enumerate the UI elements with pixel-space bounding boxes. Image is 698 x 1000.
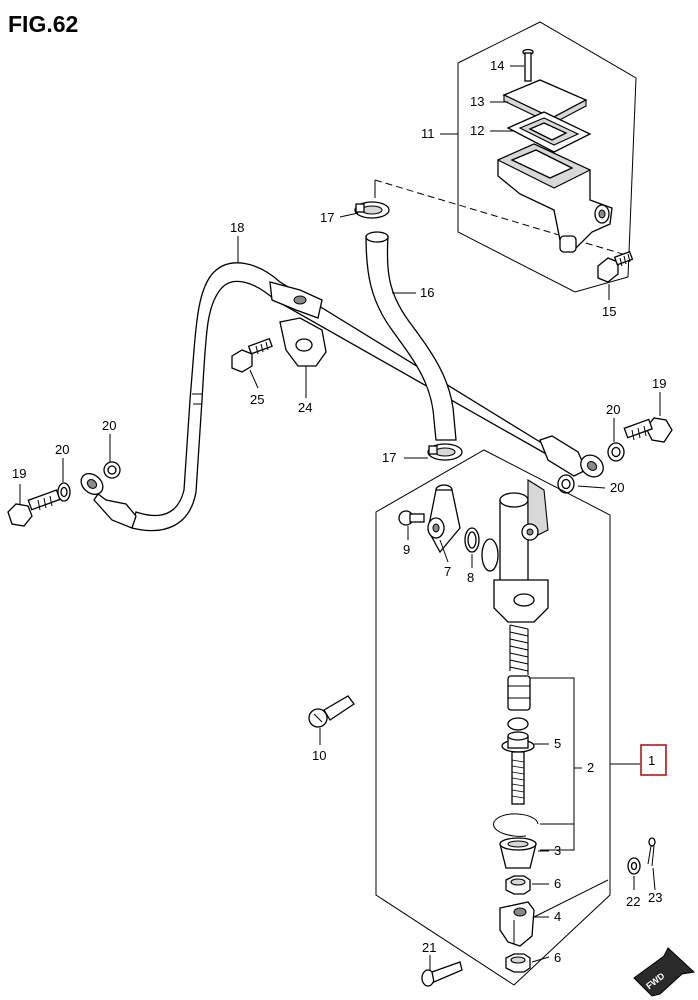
callout-15[interactable]: 15 (602, 304, 616, 319)
union-bolt-part-19-right[interactable] (623, 417, 673, 443)
washer-part-20-left-b[interactable] (103, 461, 121, 479)
callout-4[interactable]: 4 (554, 909, 561, 924)
hose-clamp-part-17-bottom[interactable] (427, 443, 463, 461)
callout-20-right-a[interactable]: 20 (606, 402, 620, 417)
callout-24[interactable]: 24 (298, 400, 312, 415)
callout-10[interactable]: 10 (312, 748, 326, 763)
master-cylinder-body[interactable] (481, 479, 549, 623)
master-cylinder-group-box (375, 449, 611, 986)
callout-19-right[interactable]: 19 (652, 376, 666, 391)
callout-12[interactable]: 12 (470, 123, 484, 138)
callout-20-left-a[interactable]: 20 (55, 442, 69, 457)
callout-19-left[interactable]: 19 (12, 466, 26, 481)
callout-20-left-b[interactable]: 20 (102, 418, 116, 433)
lock-nut-part-6-top[interactable] (505, 875, 531, 895)
cotter-pin-part-23[interactable] (647, 837, 656, 867)
leader-lines (19, 65, 661, 970)
pin-bolt-part-21[interactable] (421, 961, 463, 987)
o-ring-part-8[interactable] (464, 527, 480, 553)
figure-title: FIG.62 (8, 11, 78, 37)
callout-6-bottom[interactable]: 6 (554, 950, 561, 965)
callout-23[interactable]: 23 (648, 890, 662, 905)
push-rod-part-5[interactable] (501, 731, 535, 805)
union-bolt-part-19-left[interactable] (7, 489, 61, 527)
callout-22[interactable]: 22 (626, 894, 640, 909)
callout-17-bottom[interactable]: 17 (382, 450, 396, 465)
reservoir-group-box (457, 21, 637, 293)
piston-spring[interactable] (509, 624, 529, 675)
mounting-bolt-part-10[interactable] (308, 695, 355, 728)
diaphragm-part-12[interactable] (506, 111, 592, 153)
hose-banjo-right[interactable] (539, 435, 608, 481)
screw-part-9[interactable] (398, 510, 425, 526)
callout-labels: 14 13 12 11 15 17 18 16 25 24 19 20 20 2… (12, 58, 666, 965)
callout-11[interactable]: 11 (421, 126, 435, 141)
callout-1-highlight (640, 744, 667, 776)
washer-part-20-right-b[interactable] (557, 474, 575, 494)
callout-17-top[interactable]: 17 (320, 210, 334, 225)
washer-part-20-right-a[interactable] (607, 442, 625, 462)
callout-18[interactable]: 18 (230, 220, 244, 235)
callout-1[interactable]: 1 (648, 753, 655, 768)
brake-hose-part-18[interactable] (131, 262, 550, 532)
callout-13[interactable]: 13 (470, 94, 484, 109)
callout-20-right-b[interactable]: 20 (610, 480, 624, 495)
hose-banjo-left[interactable] (77, 469, 137, 529)
clevis-part-4[interactable] (499, 901, 535, 947)
cap-screw-part-14[interactable] (522, 48, 534, 82)
washer-part-22[interactable] (627, 857, 641, 875)
callout-5[interactable]: 5 (554, 736, 561, 751)
callout-2[interactable]: 2 (587, 760, 594, 775)
washer-part-20-left-a[interactable] (57, 482, 71, 502)
callout-7[interactable]: 7 (444, 564, 451, 579)
forward-direction-icon: FWD (633, 947, 696, 997)
hose-clamp-part-17-top[interactable] (354, 201, 390, 219)
circlip[interactable] (493, 813, 539, 837)
hose-guide-part-24[interactable] (269, 281, 327, 367)
inlet-fitting-part-7[interactable] (427, 484, 461, 554)
callout-3[interactable]: 3 (554, 843, 561, 858)
callout-21[interactable]: 21 (422, 940, 436, 955)
lock-nut-part-6-bottom[interactable] (505, 953, 531, 973)
piston-part-assembly[interactable] (507, 675, 531, 731)
guide-bolt-part-25[interactable] (231, 337, 273, 373)
callout-16[interactable]: 16 (420, 285, 434, 300)
dust-boot-part-3[interactable] (499, 837, 537, 869)
reservoir-hose-part-16[interactable] (365, 231, 457, 441)
callout-25[interactable]: 25 (250, 392, 264, 407)
callout-6-top[interactable]: 6 (554, 876, 561, 891)
callout-9[interactable]: 9 (403, 542, 410, 557)
reservoir-body[interactable] (496, 143, 613, 253)
reservoir-bolt-part-15[interactable] (597, 250, 634, 283)
callout-14[interactable]: 14 (490, 58, 504, 73)
callout-8[interactable]: 8 (467, 570, 474, 585)
